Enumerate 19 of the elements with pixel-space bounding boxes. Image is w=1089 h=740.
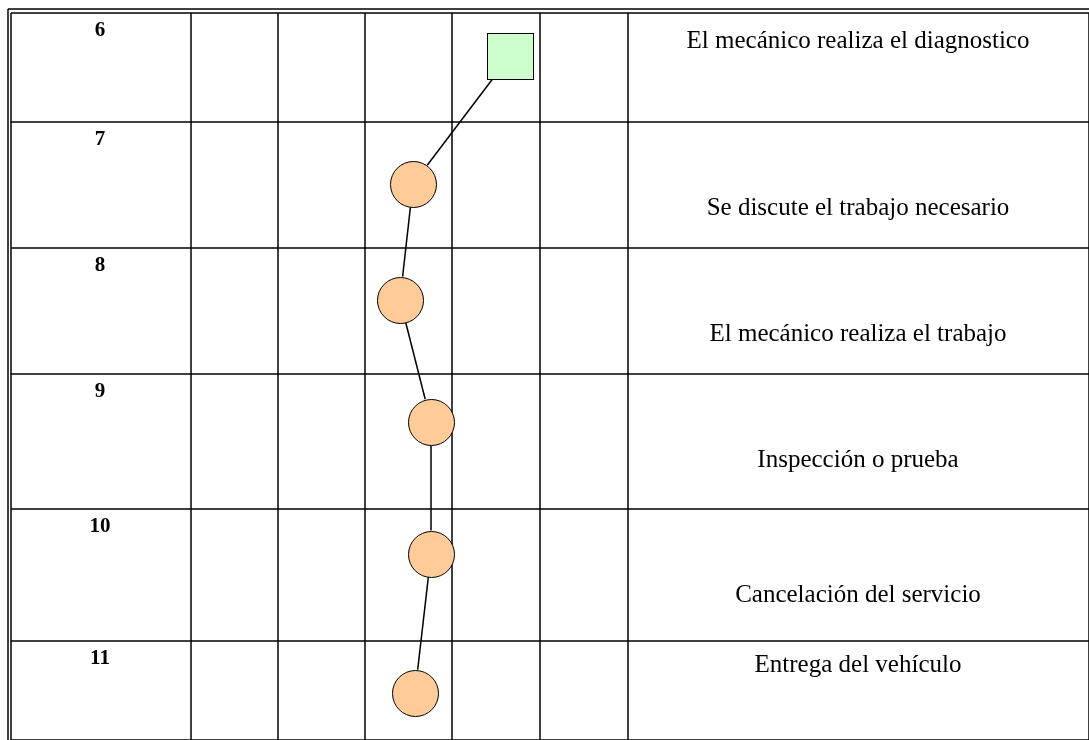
- step-number: 8: [93, 252, 107, 277]
- step-description: Cancelación del servicio: [734, 579, 982, 609]
- step-number: 7: [93, 126, 107, 151]
- operation-square: [486, 32, 534, 80]
- step-description: Se discute el trabajo necesario: [705, 192, 1011, 222]
- connector-line: [405, 322, 426, 400]
- process-circle: [389, 160, 437, 208]
- step-number: 11: [89, 645, 111, 670]
- step-description: Inspección o prueba: [756, 444, 960, 474]
- step-description: Entrega del vehículo: [753, 649, 963, 679]
- connector-line: [416, 576, 430, 671]
- connector-line: [430, 444, 432, 532]
- connector-line: [426, 78, 493, 166]
- step-number: 6: [93, 17, 107, 42]
- step-number: 9: [93, 378, 107, 403]
- step-number: 10: [88, 513, 112, 538]
- connector-line: [401, 206, 412, 278]
- step-description: El mecánico realiza el diagnostico: [685, 25, 1031, 55]
- step-description: El mecánico realiza el trabajo: [708, 318, 1008, 348]
